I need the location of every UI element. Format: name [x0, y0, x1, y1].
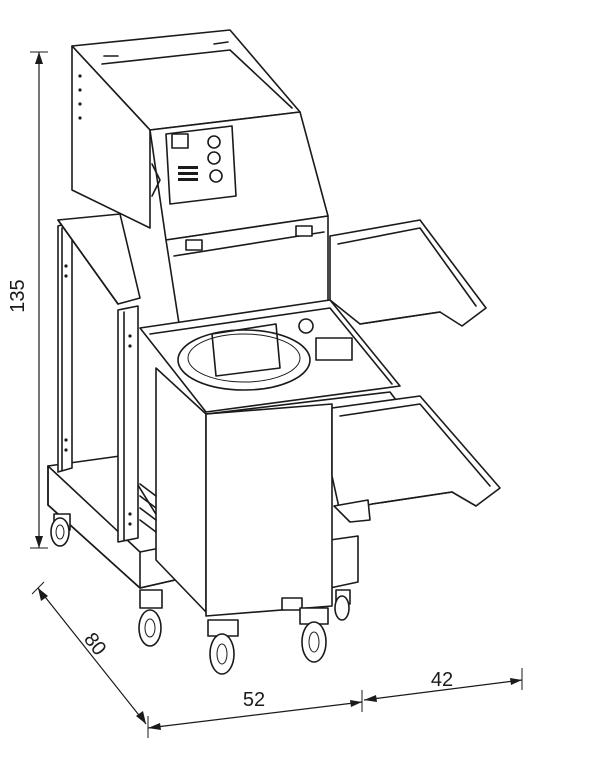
- top-housing: [71, 29, 329, 331]
- wheel-back-left: [138, 589, 163, 647]
- wheel-front-right: [299, 607, 329, 663]
- wheel-back-right: [334, 589, 351, 621]
- frame-posts: [57, 213, 141, 543]
- control-panel: [151, 125, 237, 205]
- width-label: 52: [243, 689, 265, 711]
- lower-shelf: [331, 395, 501, 523]
- wheel-front-left: [50, 513, 71, 547]
- extension-dimension: 42: [363, 668, 523, 702]
- width-dimension: 52: [147, 689, 363, 738]
- extension-label: 42: [431, 669, 453, 691]
- height-dimension: 135: [7, 51, 48, 549]
- bowl-unit: [139, 299, 401, 413]
- height-label: 135: [7, 279, 29, 312]
- wheel-front-middle: [207, 619, 239, 675]
- depth-dimension: 80: [31, 581, 147, 725]
- cabinet: [139, 367, 397, 617]
- upper-shelf: [329, 219, 487, 327]
- depth-label: 80: [79, 629, 110, 660]
